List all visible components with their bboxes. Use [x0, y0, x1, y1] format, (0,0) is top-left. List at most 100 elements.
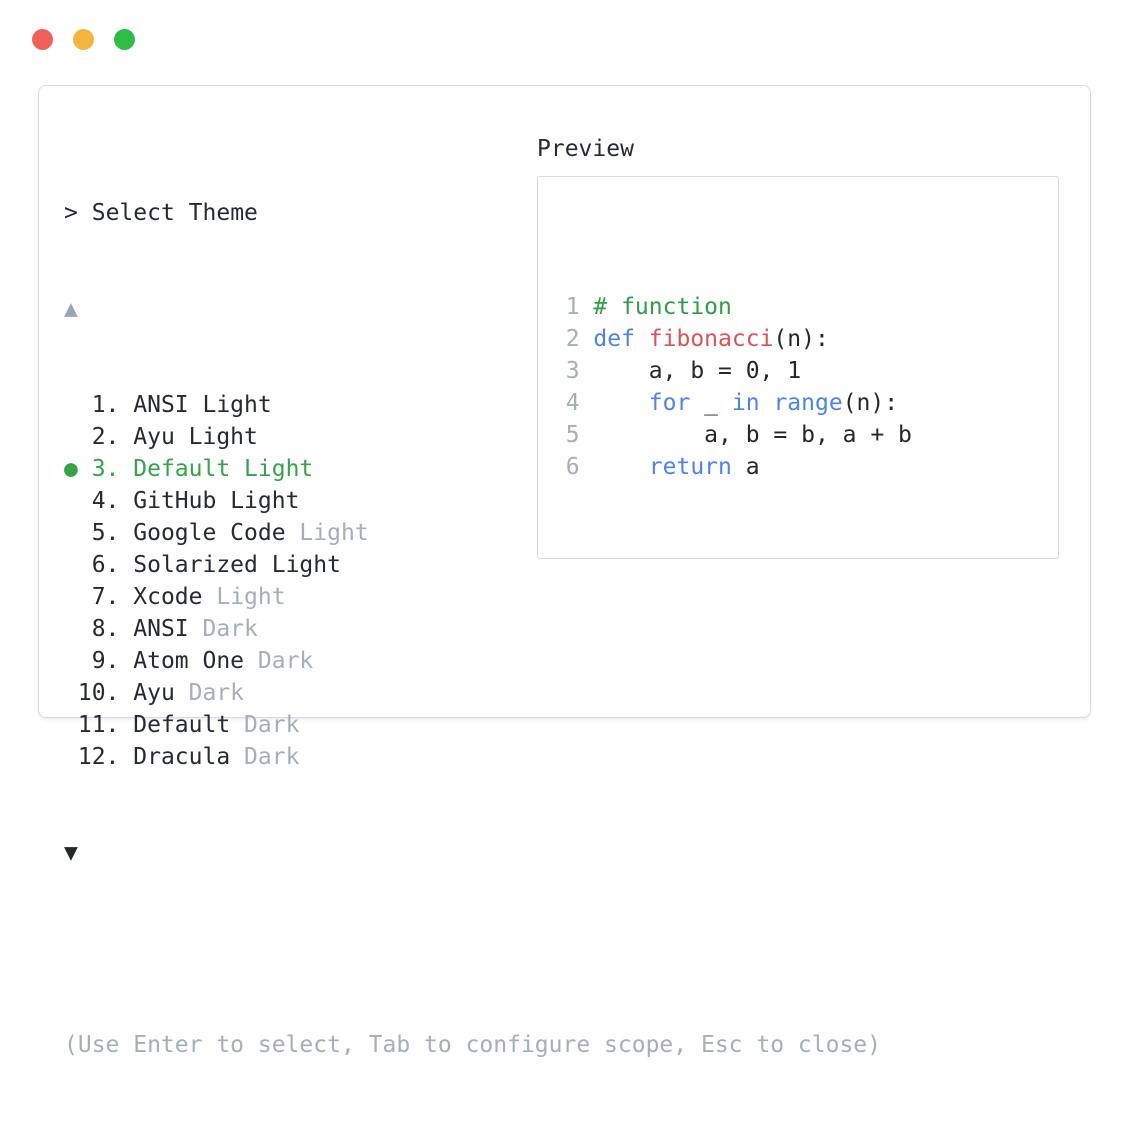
theme-variant: Dark [188, 616, 258, 642]
code-line: 1 # function [538, 291, 1058, 323]
marker-space [64, 584, 78, 610]
theme-number: 1. [77, 392, 134, 418]
code-line: 4 for _ in range(n): [538, 387, 1058, 419]
theme-number: 9. [77, 648, 134, 674]
code-token: return [648, 454, 732, 480]
selected-marker-icon: ● [64, 456, 78, 482]
marker-space [64, 744, 78, 770]
close-button[interactable] [32, 29, 53, 50]
window-controls [32, 29, 135, 50]
theme-name: ANSI [133, 616, 189, 642]
code-token: a, b = 0, 1 [593, 358, 802, 384]
theme-list-item[interactable]: 10. Ayu Dark [64, 677, 881, 709]
theme-list-item[interactable]: 8. ANSI Dark [64, 613, 881, 645]
code-token: range [773, 390, 843, 416]
theme-number: 8. [77, 616, 134, 642]
code-preview-box: 1 # function 2 def fibonacci(n): 3 a, b … [537, 176, 1059, 559]
code-token: a, b = b, a + b [593, 422, 912, 448]
code-token [635, 326, 649, 352]
line-number: 5 [538, 422, 594, 448]
theme-list-item[interactable]: 2. Ayu Light [64, 421, 881, 453]
page-title: Select Theme [91, 200, 258, 226]
spacer-line [64, 933, 881, 965]
code-token [593, 454, 648, 480]
theme-name: Default [133, 712, 231, 738]
theme-variant: Dark [230, 744, 300, 770]
code-line: 5 a, b = b, a + b [538, 419, 1058, 451]
code-block: 1 # function 2 def fibonacci(n): 3 a, b … [538, 291, 1058, 483]
theme-number: 12. [77, 744, 134, 770]
theme-variant: Light [285, 520, 369, 546]
theme-variant: Light [216, 488, 300, 514]
code-token: in [731, 390, 760, 416]
theme-variant: Dark [174, 680, 245, 706]
theme-name: GitHub [133, 488, 217, 514]
code-token: fibonacci [648, 326, 774, 352]
marker-space [64, 616, 78, 642]
theme-list-item[interactable]: 6. Solarized Light [64, 549, 881, 581]
marker-space [64, 392, 78, 418]
code-token: (n): [773, 326, 829, 352]
scroll-up-icon[interactable]: ▲ [64, 296, 78, 322]
code-token: def [593, 326, 635, 352]
marker-space [64, 712, 78, 738]
theme-list-item[interactable]: 9. Atom One Dark [64, 645, 881, 677]
scroll-down-icon[interactable]: ▼ [64, 840, 78, 866]
theme-name: Solarized [133, 552, 258, 578]
marker-space [64, 680, 78, 706]
theme-list-item[interactable]: 11. Default Dark [64, 709, 881, 741]
theme-variant: Dark [230, 712, 300, 738]
theme-variant: Light [257, 552, 341, 578]
code-token: # function [593, 294, 732, 320]
code-line: 2 def fibonacci(n): [538, 323, 1058, 355]
theme-variant: Light [202, 584, 286, 610]
theme-variant: Light [188, 392, 272, 418]
code-line: 6 return a [538, 451, 1058, 483]
theme-list-item[interactable]: ● 3. Default Light [64, 453, 881, 485]
marker-space [64, 520, 78, 546]
theme-name: Default [133, 456, 231, 482]
theme-number: 6. [77, 552, 134, 578]
prompt-line: > Select Theme [64, 197, 881, 229]
theme-list-item[interactable]: 1. ANSI Light [64, 389, 881, 421]
theme-name: ANSI [133, 392, 189, 418]
theme-number: 5. [77, 520, 134, 546]
theme-number: 2. [77, 424, 134, 450]
line-number: 6 [538, 454, 594, 480]
line-number: 3 [538, 358, 594, 384]
theme-variant: Light [174, 424, 258, 450]
marker-space [64, 488, 78, 514]
code-line: 3 a, b = 0, 1 [538, 355, 1058, 387]
code-token [593, 390, 648, 416]
theme-number: 7. [77, 584, 134, 610]
theme-list-item[interactable]: 12. Dracula Dark [64, 741, 881, 773]
blank-code-line [538, 547, 1058, 558]
line-number: 4 [538, 390, 594, 416]
code-token: _ [690, 390, 732, 416]
theme-number: 10. [77, 680, 134, 706]
marker-space [64, 424, 78, 450]
theme-number: 4. [77, 488, 134, 514]
theme-variant: Dark [244, 648, 314, 674]
zoom-button[interactable] [114, 29, 135, 50]
theme-name: Atom One [133, 648, 245, 674]
line-number: 2 [538, 326, 594, 352]
theme-list-item[interactable]: 7. Xcode Light [64, 581, 881, 613]
theme-number: 11. [77, 712, 134, 738]
theme-number: 3. [77, 456, 134, 482]
line-number: 1 [538, 294, 594, 320]
code-token: a [731, 454, 760, 480]
marker-space [64, 552, 78, 578]
code-token [760, 390, 774, 416]
theme-name: Google Code [133, 520, 286, 546]
help-text: (Use Enter to select, Tab to configure s… [64, 1032, 881, 1058]
code-token: (n): [842, 390, 899, 416]
code-token: for [648, 390, 691, 416]
theme-variant: Light [230, 456, 314, 482]
theme-selector-panel: > Select Theme ▲ 1. ANSI Light 2. Ayu Li… [38, 85, 1091, 1058]
theme-list-item[interactable]: 4. GitHub Light [64, 485, 881, 517]
theme-list-item[interactable]: 5. Google Code Light [64, 517, 881, 549]
theme-name: Ayu [133, 680, 175, 706]
minimize-button[interactable] [73, 29, 94, 50]
prompt-symbol: > [64, 200, 78, 226]
